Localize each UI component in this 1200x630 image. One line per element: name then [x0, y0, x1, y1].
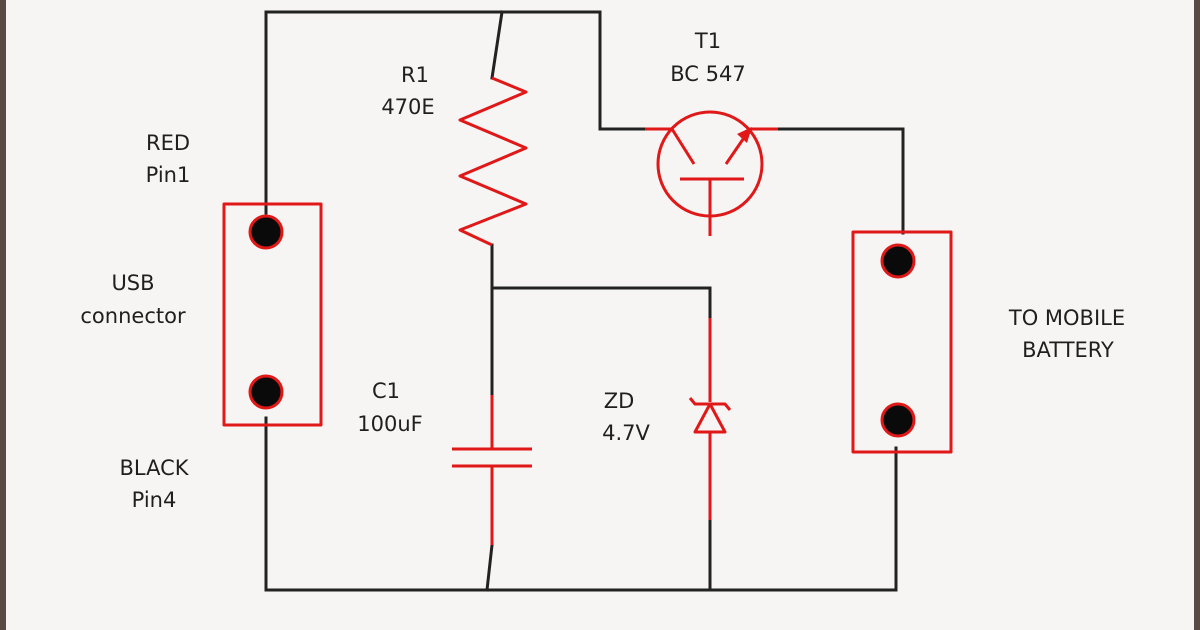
label-output-line1: TO MOBILE	[1008, 306, 1125, 330]
zener-triangle	[693, 402, 727, 434]
usb-pin4-dot	[248, 374, 284, 410]
zener-diode-zd	[688, 318, 732, 520]
wire-to-r1-top	[490, 10, 504, 80]
wires	[264, 10, 905, 592]
label-r1-name: R1	[401, 63, 429, 87]
usb-connector-body	[222, 202, 323, 427]
label-black-line1: BLACK	[119, 456, 189, 480]
transistor-emitter-arrow	[737, 127, 752, 143]
label-zd-value: 4.7V	[602, 421, 650, 445]
resistor-zigzag	[458, 76, 528, 247]
wire-ground-rail	[264, 416, 898, 592]
wire-top-positive	[264, 10, 647, 215]
label-red-line1: RED	[146, 131, 190, 155]
transistor-collector-lead	[645, 127, 696, 165]
label-usb-line1: USB	[111, 271, 154, 295]
battery-connector-body	[851, 230, 953, 454]
battery-connector	[851, 230, 953, 454]
label-output-line2: BATTERY	[1022, 338, 1114, 362]
resistor-r1	[458, 76, 528, 247]
label-usb-line2: connector	[80, 304, 186, 328]
transistor-t1	[645, 110, 778, 236]
labels: RED Pin1 USB connector BLACK Pin4 R1 470…	[80, 29, 1125, 512]
frame-left-border	[0, 0, 6, 630]
label-red-line2: Pin1	[146, 163, 191, 187]
label-c1-name: C1	[372, 379, 400, 403]
label-r1-value: 470E	[381, 95, 434, 119]
battery-pin-top-dot	[880, 243, 916, 279]
wire-cap-ground	[485, 543, 494, 592]
usb-pin1-dot	[248, 214, 284, 250]
label-zd-name: ZD	[604, 389, 635, 413]
capacitor-c1	[452, 395, 532, 545]
label-black-line2: Pin4	[132, 488, 177, 512]
frame-right-border	[1194, 0, 1200, 630]
usb-connector	[222, 202, 323, 427]
battery-pin-bottom-dot	[880, 402, 916, 438]
label-c1-value: 100uF	[357, 412, 422, 436]
label-t1-name: T1	[694, 29, 721, 53]
wire-emitter-out	[776, 127, 905, 235]
label-t1-value: BC 547	[670, 62, 745, 86]
